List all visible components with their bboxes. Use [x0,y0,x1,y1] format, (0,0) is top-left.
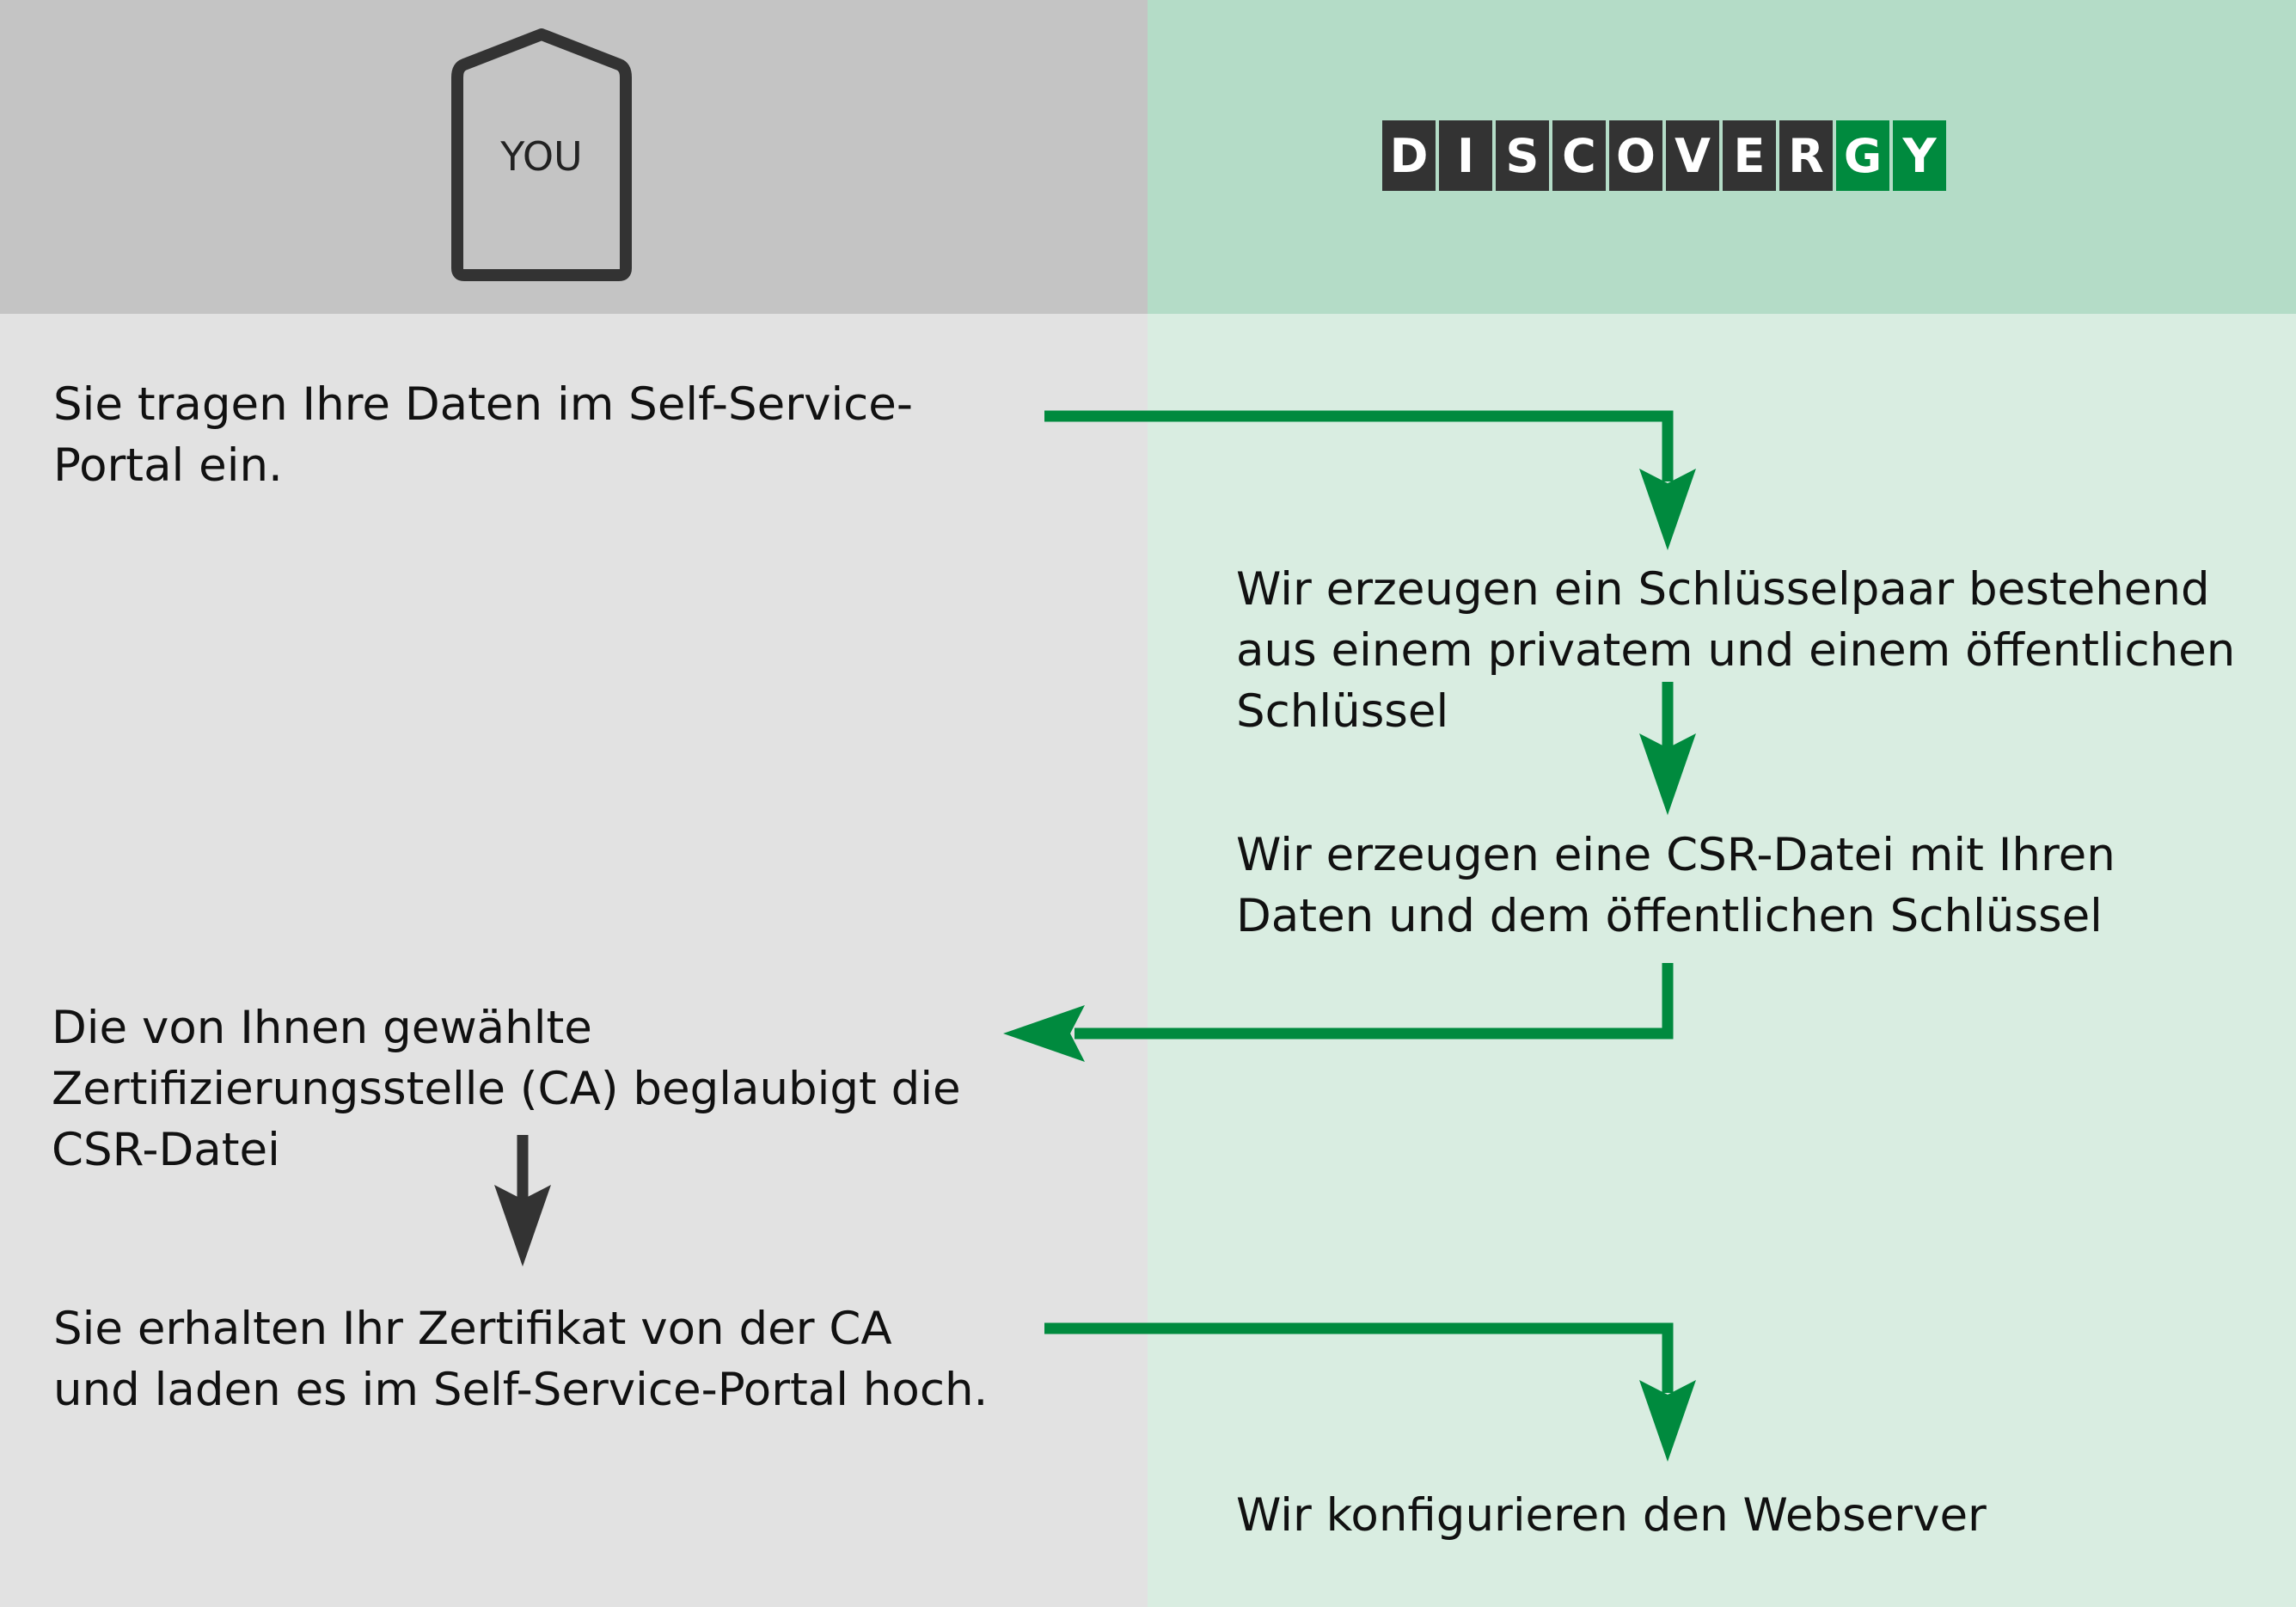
arrow-head [1639,733,1696,815]
house-outline-icon: YOU [451,28,632,281]
logo-letter-tile: I [1439,120,1492,191]
arrow-step2-to-step3 [1639,682,1696,815]
provider-lane-header [1148,0,2296,314]
arrow-step3-to-step4 [1003,963,1674,1062]
arrow-step4-to-step5 [494,1135,551,1267]
logo-letter-tile: S [1496,120,1549,191]
arrow-head [494,1185,551,1267]
arrow-step1-to-step2 [1044,410,1696,550]
logo-letter-tile: D [1382,120,1436,191]
step-upload-certificate: Sie erhalten Ihr Zertifikat von der CA u… [53,1303,989,1416]
arrow-shaft [1044,410,1674,481]
step-generate-csr: Wir erzeugen eine CSR-Datei mit Ihren Da… [1236,829,2115,942]
step-enter-data: Sie tragen Ihre Daten im Self-Service- P… [53,378,914,492]
arrow-head [1639,1380,1696,1462]
logo-letter-tile: E [1723,120,1776,191]
arrow-shaft [1044,1322,1674,1393]
provider-lane-body [1148,314,2296,1607]
step-ca-certifies-csr: Die von Ihnen gewählte Zertifizierungsst… [52,1002,961,1176]
logo-letter-tile: R [1779,120,1833,191]
you-lane-body [0,314,1148,1607]
logo-letter-tile: G [1836,120,1889,191]
logo-letter-tile: Y [1893,120,1946,191]
arrow-step5-to-step6 [1044,1322,1696,1462]
arrow-head [1639,469,1696,550]
step-generate-keypair: Wir erzeugen ein Schlüsselpaar bestehend… [1236,563,2236,738]
arrow-head [1003,1005,1085,1062]
you-badge-label: YOU [499,133,582,180]
arrow-shaft [1075,963,1674,1040]
logo-letter-tile: C [1552,120,1606,191]
step-configure-webserver: Wir konfigurieren den Webserver [1236,1489,1987,1542]
logo-letter-tile: V [1666,120,1719,191]
logo-letter-tile: O [1609,120,1662,191]
